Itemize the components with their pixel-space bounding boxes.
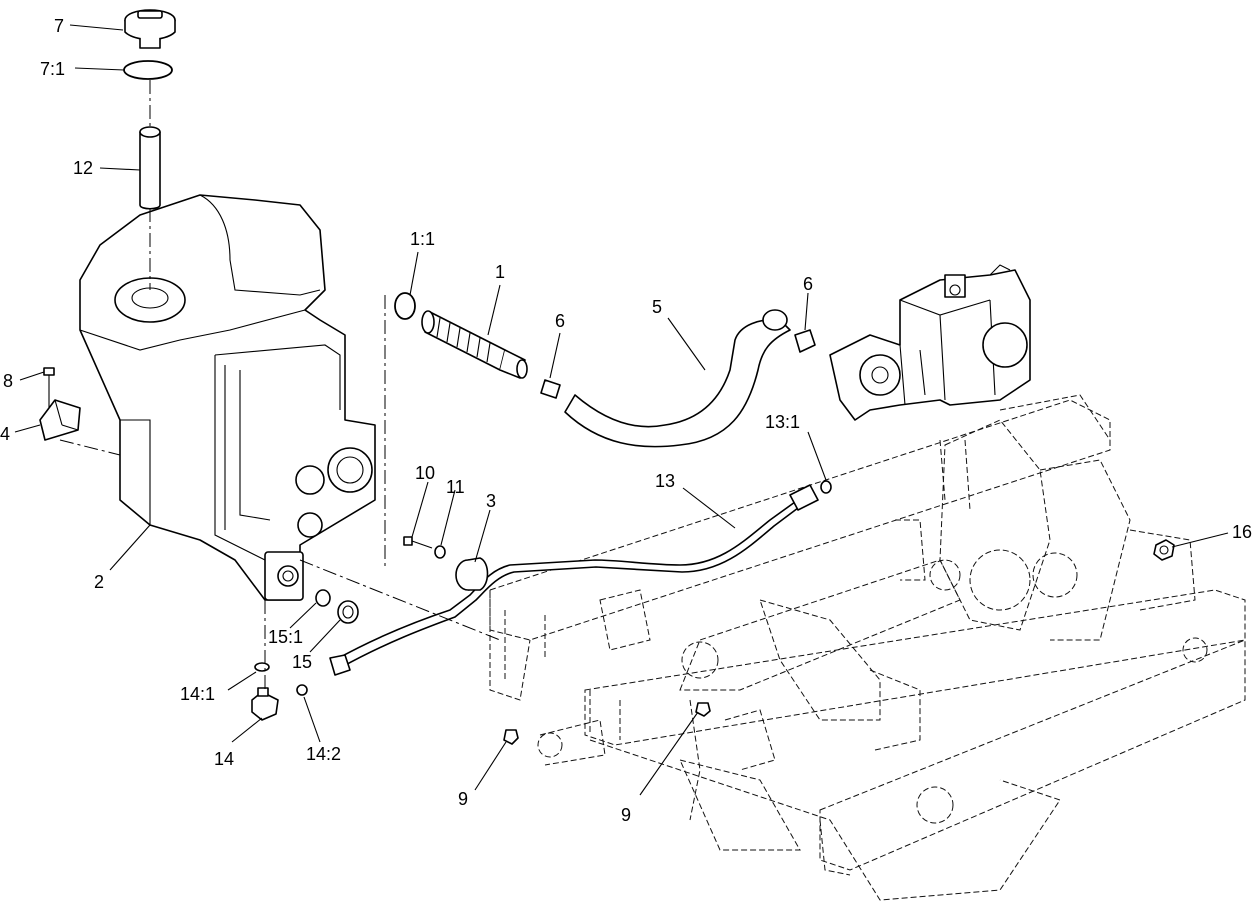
callout-13-1: 13:1 [765,412,800,432]
hydraulic-pump [829,264,1031,421]
callout-6: 6 [803,274,813,294]
callout-8: 8 [3,371,13,391]
filler-neck-tube [139,126,161,210]
callout-16: 16 [1232,522,1252,542]
lock-nut [503,729,519,745]
callout-5: 5 [652,297,662,317]
callout-12: 12 [73,158,93,178]
tube-o-ring [820,480,832,494]
callout-14-1: 14:1 [180,684,215,704]
suction-hose [564,309,791,448]
callout-1: 1 [495,262,505,282]
callout-1-1: 1:1 [410,229,435,249]
elbow-fitting [251,687,279,721]
callout-4: 4 [0,424,10,444]
callout-7: 7 [54,16,64,36]
isolator-mount [455,557,489,591]
flange-nut [1153,539,1175,561]
callout-11: 11 [446,477,465,497]
cap-o-ring [123,60,173,80]
hydraulic-tank [79,194,376,601]
hose-clamp [794,329,816,353]
callout-6: 6 [555,311,565,331]
callout-10: 10 [415,463,435,483]
fitting-plug [337,600,359,624]
callout-14-2: 14:2 [306,744,341,764]
callout-7-1: 7:1 [40,59,65,79]
cap-screw [403,536,433,549]
callout-13: 13 [655,471,675,491]
lock-nut [695,702,711,717]
bolt [43,367,55,408]
callout-14: 14 [214,749,234,769]
elbow-outlet-o-ring [296,684,308,696]
chassis-frame [489,394,1246,901]
callout-9: 9 [458,789,468,809]
tank-cap [124,9,176,49]
filter-o-ring [394,292,416,320]
callout-3: 3 [486,491,496,511]
mount-bracket [39,399,81,441]
elbow-o-ring [254,662,270,672]
callout-15-1: 15:1 [268,627,303,647]
callout-15: 15 [292,652,312,672]
leader-lines [14,24,1229,796]
callout-2: 2 [94,572,104,592]
washer [434,545,446,559]
callout-9: 9 [621,805,631,825]
suction-filter [421,310,528,379]
callout-labels: 7 7:1 12 8 4 2 1:1 1 6 5 6 10 11 3 13 13… [0,16,1252,825]
return-tube [329,484,819,676]
fitting-o-ring [315,589,331,607]
hose-clamp [540,379,561,399]
